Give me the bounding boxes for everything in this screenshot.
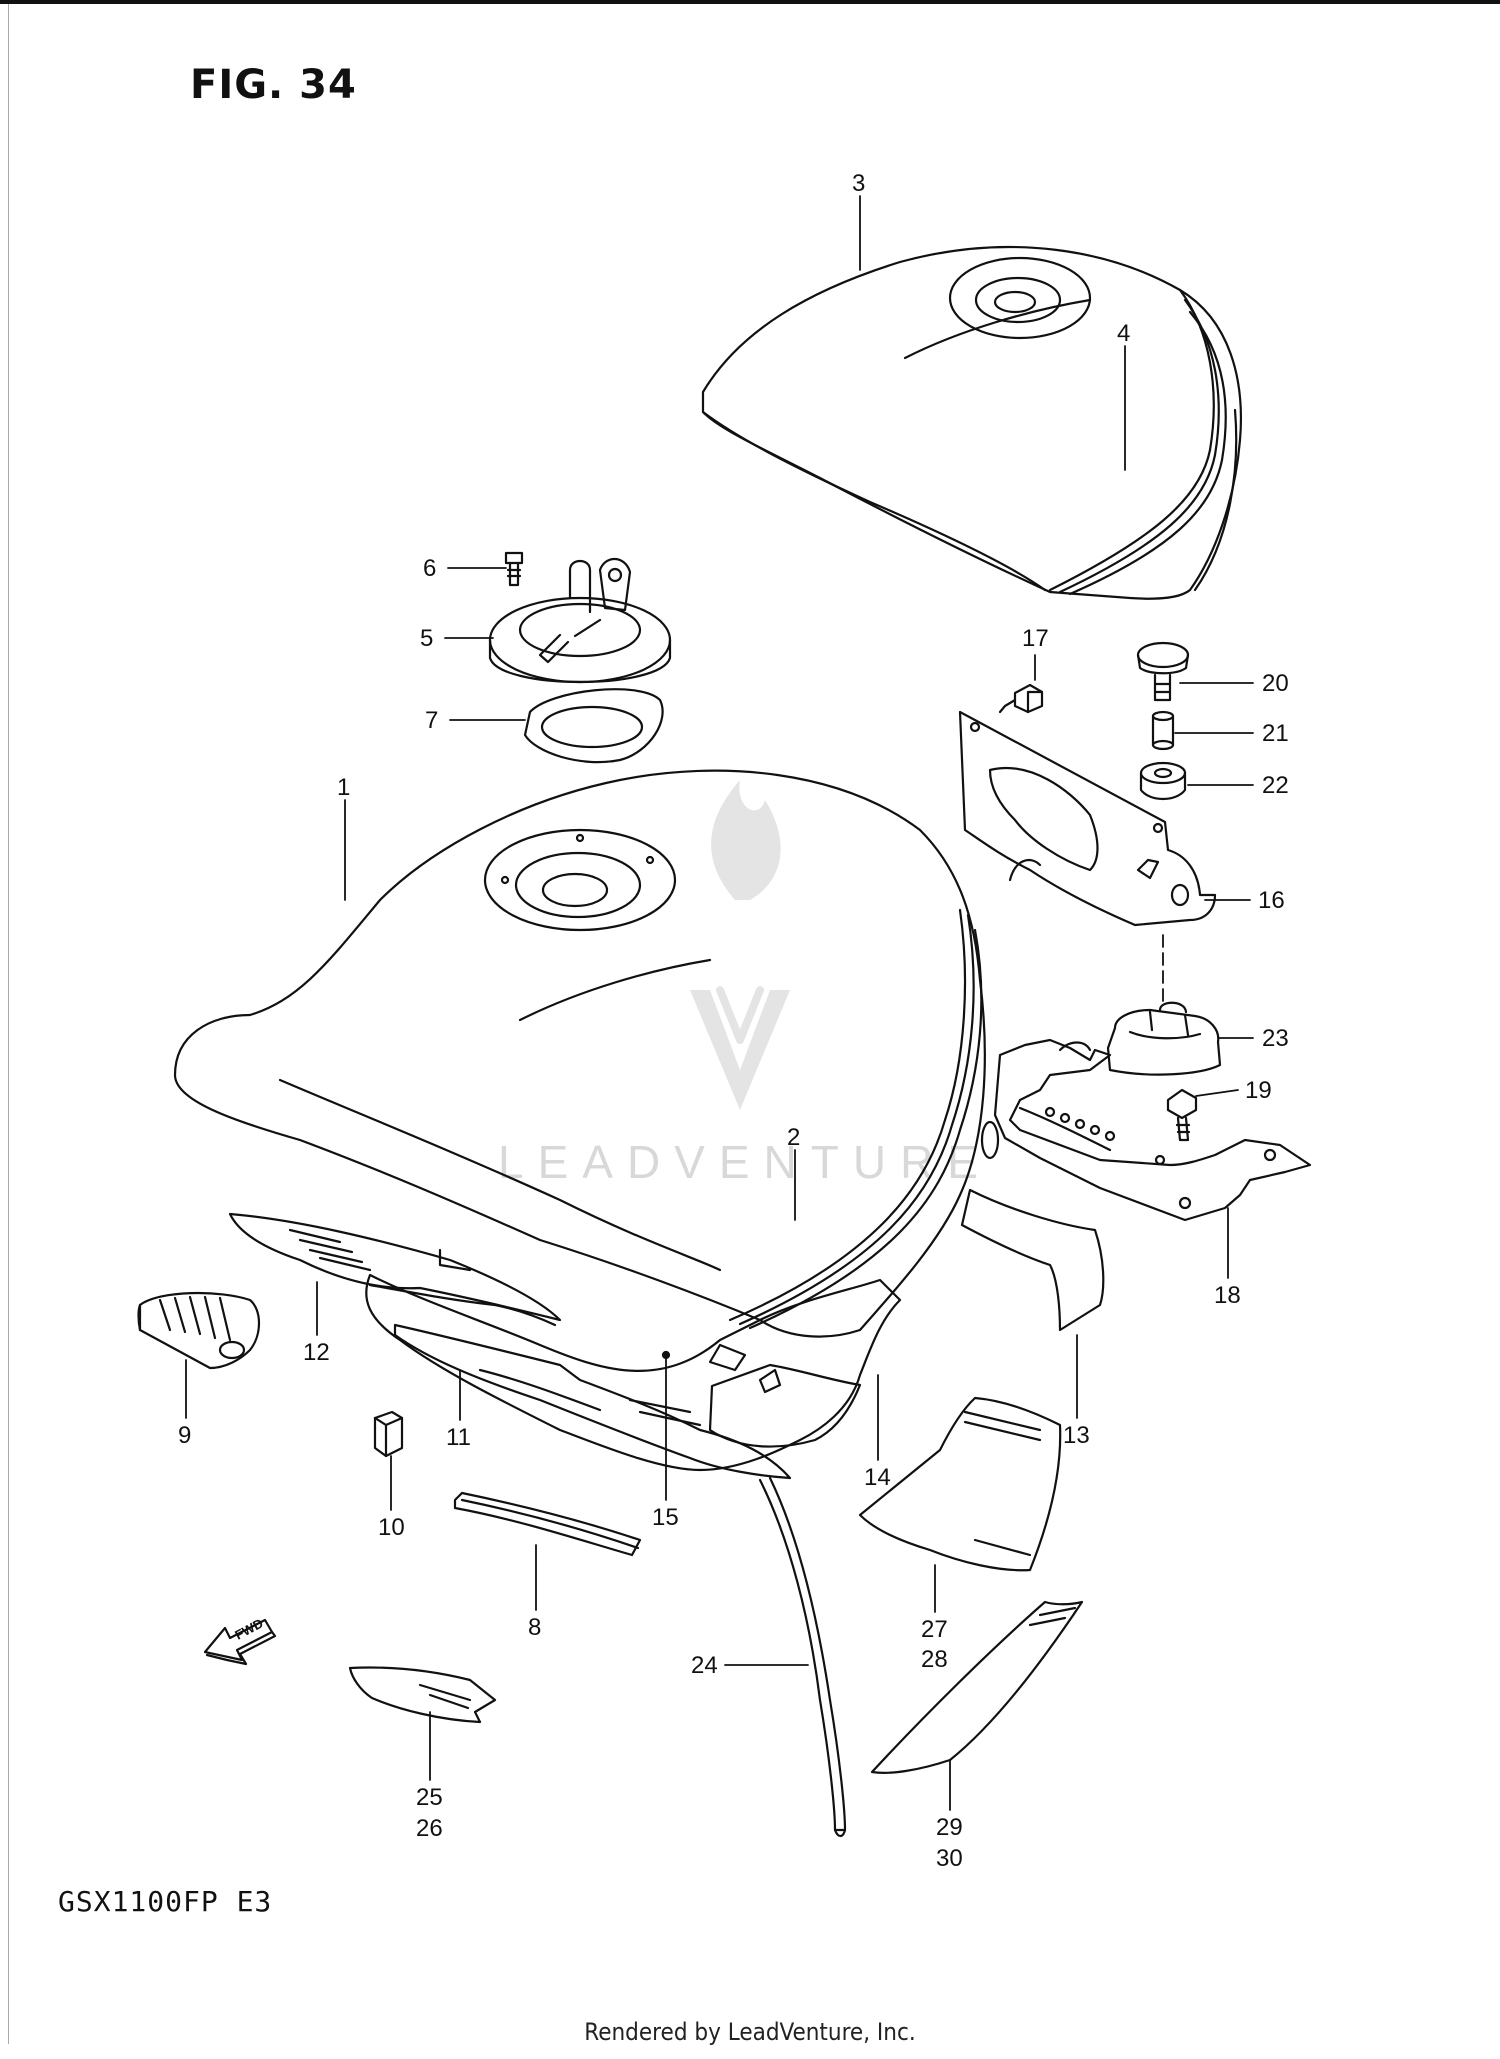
- part-14-side-panel: [708, 1363, 862, 1448]
- callout-29: 29: [936, 1814, 963, 1841]
- callout-13: 13: [1063, 1422, 1090, 1449]
- callout-4: 4: [1117, 320, 1130, 347]
- callout-14: 14: [864, 1464, 891, 1491]
- callout-22: 22: [1262, 772, 1289, 799]
- part-25-decal: [348, 1666, 497, 1724]
- part-1-fuel-tank: [173, 769, 1000, 1338]
- watermark-text: LEADVENTURE: [498, 1136, 992, 1188]
- left-border: [8, 4, 9, 2044]
- callout-30: 30: [936, 1845, 963, 1872]
- part-22-grommet: [1139, 761, 1187, 801]
- callout-16: 16: [1258, 887, 1285, 914]
- part-5-fuel-cap: [488, 557, 672, 684]
- part-11-decal: [393, 1323, 792, 1480]
- leader-lines: [185, 195, 1254, 1811]
- callout-labels: 1 2 3 4 5 6 7 8 9 10 11 12 13 14 15 16 1…: [178, 170, 1289, 1872]
- part-3-tank-cover: [701, 245, 1242, 600]
- part-23-mount: [1106, 1001, 1222, 1076]
- part-21-collar: [1151, 710, 1175, 751]
- callout-2: 2: [787, 1124, 800, 1151]
- callout-26: 26: [416, 1815, 443, 1842]
- callout-5: 5: [420, 625, 433, 652]
- part-27-decal: [858, 1396, 1062, 1572]
- part-6-screw: [504, 551, 524, 587]
- callout-24: 24: [691, 1652, 718, 1679]
- callout-9: 9: [178, 1422, 191, 1449]
- callout-3: 3: [852, 170, 865, 197]
- part-8-trim-strip: [453, 1491, 642, 1557]
- callout-10: 10: [378, 1514, 405, 1541]
- fwd-arrow-icon: FWD: [203, 1616, 277, 1666]
- callout-17: 17: [1022, 625, 1049, 652]
- callout-15: 15: [652, 1504, 679, 1531]
- part-9-knee-pad: [137, 1291, 261, 1370]
- part-18-bracket: [993, 1038, 1312, 1222]
- leadventure-watermark: LEADVENTURE: [498, 780, 992, 1188]
- callout-18: 18: [1214, 1282, 1241, 1309]
- part-29-decal: [870, 1600, 1084, 1774]
- part-16-bracket: [958, 710, 1217, 927]
- model-code: GSX1100FP E3: [58, 1885, 273, 1918]
- part-19-bolt: [1166, 1088, 1198, 1142]
- part-17-bolt: [998, 683, 1044, 714]
- callout-1: 1: [337, 774, 350, 801]
- part-12-decal: [228, 1212, 562, 1327]
- callout-27: 27: [921, 1616, 948, 1643]
- top-border: [0, 0, 1500, 4]
- callout-11: 11: [446, 1424, 471, 1451]
- callout-12: 12: [303, 1339, 330, 1366]
- callout-7: 7: [425, 707, 438, 734]
- callout-28: 28: [921, 1646, 948, 1673]
- callout-21: 21: [1262, 720, 1289, 747]
- callout-20: 20: [1262, 670, 1289, 697]
- callout-6: 6: [423, 555, 436, 582]
- part-7-gasket: [523, 688, 664, 764]
- part-13-rear-cover: [960, 1188, 1105, 1332]
- callout-23: 23: [1262, 1025, 1289, 1052]
- callout-19: 19: [1245, 1077, 1272, 1104]
- callout-8: 8: [528, 1614, 541, 1641]
- figure-title: FIG. 34: [190, 62, 357, 108]
- part-20-bolt: [1136, 641, 1190, 702]
- part-10-block: [373, 1410, 404, 1458]
- part-24-seal-strip: [758, 1476, 847, 1838]
- callout-25: 25: [416, 1784, 443, 1811]
- footer-credit: Rendered by LeadVenture, Inc.: [584, 2018, 916, 2046]
